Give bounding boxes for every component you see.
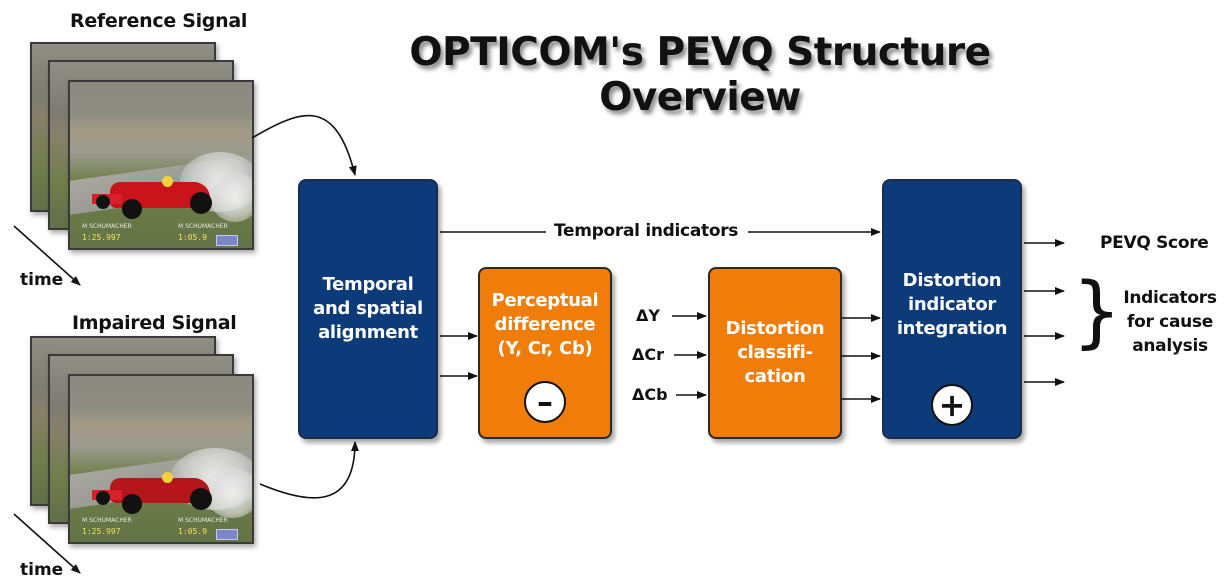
reference-to-alignment-arrow [251, 114, 357, 176]
reference-time-label: time [20, 270, 64, 290]
delta-y-label: ΔY [636, 306, 660, 325]
cause-analysis-line-1: Indicators [1123, 288, 1217, 308]
minus-operator-icon: – [524, 381, 566, 423]
right-brace-icon: } [1072, 267, 1122, 357]
time-arrow [13, 225, 81, 286]
hud-driver-left: M SCHUMACHER [82, 223, 132, 230]
impaired-frame-front: M SCHUMACHER M SCHUMACHER 1:25.997 1:05.… [68, 374, 254, 544]
delta-cr-label: ΔCr [632, 345, 665, 364]
integration-block-line-2: indicator [907, 294, 996, 315]
hud-time-right: 1:05.9 [178, 233, 207, 242]
alignment-block-line-2: and spatial [313, 298, 423, 319]
time-arrow [13, 513, 81, 574]
broadcast-logo [216, 235, 238, 246]
impaired-time-label: time [20, 560, 64, 580]
impaired-signal-label: Impaired Signal [72, 312, 237, 334]
delta-cb-label: ΔCb [632, 385, 668, 404]
alignment-block-line-3: alignment [318, 322, 418, 343]
classification-block-line-1: Distortion [725, 318, 825, 339]
perceptual-difference-block: Perceptual difference (Y, Cr, Cb) – [478, 267, 612, 439]
pevq-score-label: PEVQ Score [1100, 233, 1209, 253]
impaired-to-alignment-arrow [259, 441, 359, 499]
alignment-block-line-1: Temporal [322, 274, 414, 295]
hud-time-left: 1:25.997 [82, 527, 121, 536]
impaired-frame-stack: M SCHUMACHER M SCHUMACHER 1:25.997 1:05.… [30, 336, 258, 546]
perceptual-block-line-3: (Y, Cr, Cb) [497, 338, 593, 359]
perceptual-block-line-2: difference [494, 314, 596, 335]
distortion-classification-block: Distortion classifi- cation [708, 267, 842, 439]
diagram-title: OPTICOM's PEVQ Structure Overview [409, 30, 991, 120]
hud-driver-left: M SCHUMACHER [82, 517, 132, 524]
cause-analysis-line-3: analysis [1132, 336, 1208, 356]
distortion-integration-block: Distortion indicator integration + [882, 179, 1022, 439]
reference-frame-front: M SCHUMACHER M SCHUMACHER 1:25.997 1:05.… [68, 80, 254, 250]
integration-block-line-3: integration [896, 318, 1008, 339]
broadcast-logo [216, 529, 238, 540]
hud-time-right: 1:05.9 [178, 527, 207, 536]
classification-block-line-3: cation [744, 366, 806, 387]
hud-driver-right: M SCHUMACHER [178, 517, 228, 524]
classification-block-line-2: classifi- [737, 342, 813, 363]
reference-signal-label: Reference Signal [70, 10, 248, 32]
cause-analysis-label: Indicators for cause analysis [1112, 286, 1228, 358]
temporal-indicators-label: Temporal indicators [554, 221, 739, 241]
plus-operator-icon: + [931, 384, 973, 426]
integration-block-line-1: Distortion [902, 270, 1002, 291]
reference-frame-stack: M SCHUMACHER M SCHUMACHER 1:25.997 1:05.… [30, 42, 258, 252]
perceptual-block-line-1: Perceptual [491, 290, 599, 311]
hud-driver-right: M SCHUMACHER [178, 223, 228, 230]
hud-time-left: 1:25.997 [82, 233, 121, 242]
alignment-block: Temporal and spatial alignment [298, 179, 438, 439]
cause-analysis-line-2: for cause [1127, 312, 1213, 332]
